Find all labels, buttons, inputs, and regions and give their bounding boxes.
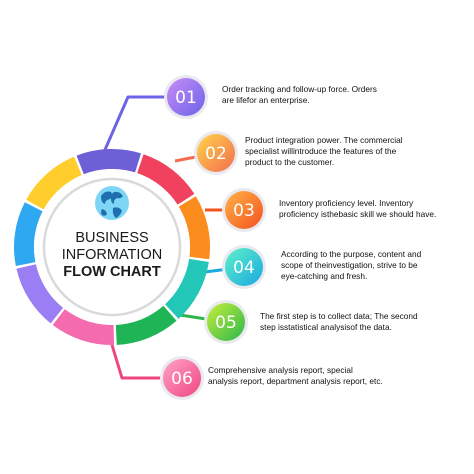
step-number: 05 [215, 313, 237, 333]
title-line-1: BUSINESS [75, 230, 148, 246]
step-description-line: step isstatistical analysisof the data. [260, 322, 392, 332]
step-badge [225, 191, 263, 229]
step-description-line: specialist willintroduce the features of… [245, 146, 397, 156]
ring-segment [137, 154, 195, 205]
ring-segment [52, 309, 115, 345]
step-05: 05 The first step is to collect data; The… [204, 300, 418, 344]
step-badge [197, 134, 235, 172]
ring-segment [14, 202, 43, 267]
steps-group: 01 Order tracking and follow-up force. Or… [160, 75, 436, 400]
step-description-line: proficiency isthebasic skill we should h… [279, 209, 436, 219]
ring-segment [178, 196, 210, 260]
step-badge [207, 303, 245, 341]
globe-icon [95, 186, 129, 220]
ring-segment [115, 305, 177, 345]
outer-ring [14, 149, 210, 345]
ring-segment [164, 258, 209, 319]
step-01: 01 Order tracking and follow-up force. Or… [164, 75, 377, 119]
title-line-3: FLOW CHART [63, 264, 161, 280]
step-number: 01 [175, 88, 197, 108]
ring-segment [26, 156, 82, 210]
step-description-line: Comprehensive analysis report, special [208, 365, 353, 375]
step-04: 04 According to the purpose, content ands… [222, 245, 422, 289]
step-number: 03 [233, 201, 255, 221]
step-description-line: are lifefor an enterprise. [222, 95, 310, 105]
step-badge [163, 359, 201, 397]
step-description-line: Order tracking and follow-up force. Orde… [222, 84, 377, 94]
step-description-line: scope of theinvestigation, strive to be [281, 260, 418, 270]
step-description-line: Inventory proficiency level. Inventory [279, 198, 414, 208]
step-badge [225, 248, 263, 286]
step-number: 02 [205, 144, 227, 164]
step-badge [167, 78, 205, 116]
step-description-line: The first step is to collect data; The s… [260, 311, 418, 321]
step-03: 03 Inventory proficiency level. Inventory… [222, 188, 436, 232]
step-number: 06 [171, 369, 193, 389]
step-description-line: Product integration power. The commercia… [245, 135, 403, 145]
inner-disc [34, 169, 190, 325]
step-number: 04 [233, 258, 255, 278]
step-06: 06 Comprehensive analysis report, special… [160, 356, 383, 400]
step-description-line: eye-catching and fresh. [281, 271, 367, 281]
step-02: 02 Product integration power. The commerc… [194, 131, 403, 175]
ring-segment [16, 264, 64, 324]
step-description-line: According to the purpose, content and [281, 249, 422, 259]
step-description-line: product to the customer. [245, 157, 334, 167]
inner-ring-border [42, 177, 182, 317]
title-line-2: INFORMATION [62, 247, 162, 263]
ring-segment [76, 149, 141, 175]
step-description-line: analysis report, department analysis rep… [208, 376, 383, 386]
